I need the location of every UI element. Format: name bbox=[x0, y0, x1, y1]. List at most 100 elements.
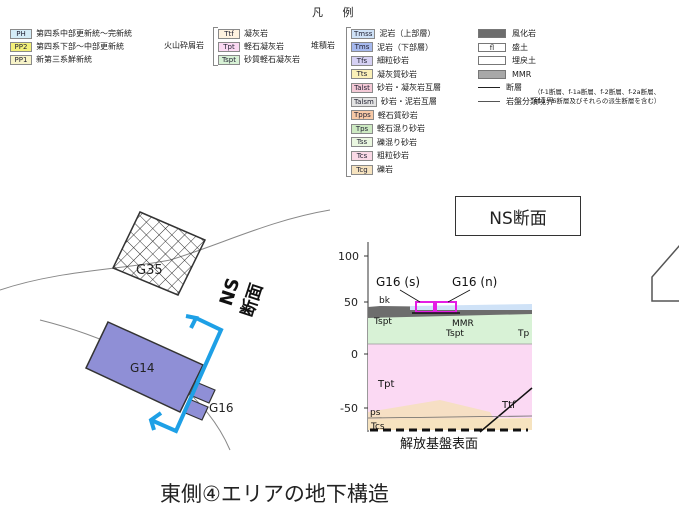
building-g35-label: G35 bbox=[136, 263, 163, 278]
building-g14: G14 bbox=[84, 321, 205, 413]
legend-misc-swatch bbox=[478, 100, 500, 102]
y-tick-50: 50 bbox=[344, 296, 358, 309]
layer-tspt bbox=[368, 312, 532, 344]
label-tcs: Tcs bbox=[370, 422, 385, 432]
legend-misc-swatch: fl bbox=[478, 42, 506, 52]
legend-misc-row-4: 断層 bbox=[478, 81, 522, 94]
label-g16n: G16 (n) bbox=[452, 275, 497, 289]
legend-g3-swatch: Tts bbox=[351, 69, 373, 80]
boundary-line-ps bbox=[367, 415, 533, 419]
legend-bracket-sedimentary bbox=[346, 27, 351, 177]
legend-g3-label: 軽石混り砂岩 bbox=[377, 124, 425, 134]
right-arrow-icon bbox=[651, 245, 679, 302]
legend-g2-swatch: Tpt bbox=[218, 41, 240, 52]
legend-g3-swatch: Tms bbox=[351, 42, 373, 53]
legend-g3-label: 粗粒砂岩 bbox=[377, 151, 409, 161]
label-tspt-left: Tspt bbox=[373, 317, 392, 327]
legend-g3-label: 軽石質砂岩 bbox=[377, 110, 418, 120]
legend-misc-label: 盛土 bbox=[512, 42, 528, 52]
legend-g1-swatch: PP2 bbox=[10, 41, 32, 52]
legend-misc-swatch bbox=[478, 87, 500, 88]
legend-g3-row-tcg: Tcg 礫岩 bbox=[351, 163, 393, 176]
legend-g1-row-pp1: PP1 新第三系鮮新統 bbox=[10, 53, 92, 66]
legend-g3-row-tms: Tms 泥岩（下部層） bbox=[351, 41, 433, 54]
legend-group-sedimentary-label: 堆積岩 bbox=[311, 41, 335, 50]
legend-misc-label: 風化岩 bbox=[512, 29, 536, 38]
label-tpt: Tpt bbox=[377, 379, 394, 390]
y-tick-0: 0 bbox=[351, 348, 358, 361]
legend-misc-row-5: 岩盤分類境界 bbox=[478, 95, 554, 108]
legend-g1-label: 第四系中部更新統～完新統 bbox=[36, 29, 132, 38]
legend-g3-row-talst: Talst 砂岩・凝灰岩互層 bbox=[351, 81, 441, 94]
legend-g2-row-tpt: Tpt 軽石凝灰岩 bbox=[218, 40, 284, 53]
legend-g3-row-tts: Tts 凝灰質砂岩 bbox=[351, 68, 417, 81]
ns-section-line bbox=[148, 314, 224, 434]
legend-g1-label: 第四系下部～中部更新統 bbox=[36, 42, 124, 51]
legend-g1-label: 新第三系鮮新統 bbox=[36, 55, 92, 64]
legend-g3-swatch: Talst bbox=[351, 82, 373, 93]
legend-misc-swatch bbox=[478, 56, 506, 65]
legend-g2-row-tspt: Tspt 砂質軽石凝灰岩 bbox=[218, 53, 300, 66]
y-axis-ticks: 100 50 0 -50 bbox=[338, 250, 368, 415]
fault-note-line2: sf-1～6断層及びそれらの派生断層を含む） bbox=[534, 97, 661, 105]
legend-misc-row-2: 埋戻土 bbox=[478, 54, 536, 67]
legend-g1-swatch: PH bbox=[10, 28, 32, 39]
legend-g3-swatch: Tmss bbox=[351, 28, 376, 39]
label-ttf: Ttf bbox=[501, 400, 516, 411]
legend-g3-swatch: Tcs bbox=[351, 150, 373, 161]
legend-g3-row-tps: Tps 軽石混り砂岩 bbox=[351, 122, 425, 135]
legend-g2-label: 軽石凝灰岩 bbox=[244, 42, 284, 51]
building-g16-label: G16 bbox=[209, 401, 234, 415]
label-g16s: G16 (s) bbox=[376, 275, 420, 289]
fault-note: （f-1断層、f-1a断層、f-2断層、f-2a断層、 sf-1～6断層及びそれ… bbox=[534, 88, 660, 106]
label-tspt-right: Tspt bbox=[445, 329, 464, 339]
label-basement: 解放基盤表面 bbox=[400, 437, 478, 452]
legend-g3-label: 砂岩・凝灰岩互層 bbox=[377, 83, 441, 93]
legend-g2-swatch: Ttf bbox=[218, 28, 240, 39]
legend-g3-label: 細粒砂岩 bbox=[377, 56, 409, 66]
legend-g3-swatch: Tss bbox=[351, 137, 373, 148]
ns-cross-section: 100 50 0 -50 G16 (s) G16 (n) bk MMR Tspt… bbox=[338, 242, 533, 452]
legend-g3-swatch: Tcg bbox=[351, 164, 373, 175]
legend-g2-swatch: Tspt bbox=[218, 54, 240, 65]
g16n-marker bbox=[435, 301, 457, 313]
legend-g1-row-pp2: PP2 第四系下部～中部更新統 bbox=[10, 40, 124, 53]
g16s-marker bbox=[415, 301, 435, 313]
legend-g3-label: 砂岩・泥岩互層 bbox=[380, 97, 437, 106]
legend-misc-label: 岩盤分類境界 bbox=[506, 96, 554, 106]
figure-caption: 東側④エリアの地下構造 bbox=[160, 482, 389, 506]
fault-ttf bbox=[479, 387, 533, 433]
legend-g2-label: 砂質軽石凝灰岩 bbox=[244, 55, 300, 64]
legend-g3-label: 泥岩（下部層） bbox=[377, 42, 433, 52]
legend-g3-row-tss: Tss 礫混り砂岩 bbox=[351, 136, 417, 149]
building-g35: G35 bbox=[111, 211, 207, 296]
legend-g3-label: 礫岩 bbox=[377, 165, 393, 174]
y-tick-100: 100 bbox=[338, 250, 359, 263]
layer-upper-blue bbox=[410, 304, 532, 310]
legend-misc-swatch bbox=[478, 69, 506, 79]
legend-misc-row-3: MMR bbox=[478, 68, 531, 81]
legend-g3-label: 凝灰質砂岩 bbox=[377, 69, 417, 79]
label-mmr: MMR bbox=[452, 319, 474, 329]
legend-g3-row-tcs: Tcs 粗粒砂岩 bbox=[351, 149, 409, 162]
legend-g3-swatch: Tps bbox=[351, 123, 373, 134]
ns-section-title: NS断面 bbox=[455, 196, 581, 236]
legend-title: 凡 例 bbox=[312, 6, 362, 19]
legend-misc-label: MMR bbox=[512, 69, 532, 79]
layer-tcs bbox=[368, 418, 532, 430]
legend-g3-label: 泥岩（上部層） bbox=[379, 29, 436, 38]
label-ps: ps bbox=[370, 408, 381, 418]
legend-misc-label: 断層 bbox=[506, 83, 522, 92]
fault-note-line1: （f-1断層、f-1a断層、f-2断層、f-2a断層、 bbox=[534, 88, 661, 96]
legend-g1-row-ph: PH 第四系中部更新統～完新統 bbox=[10, 27, 132, 40]
building-g14-label: G14 bbox=[130, 361, 155, 375]
legend-g1-swatch: PP1 bbox=[10, 54, 32, 65]
legend-g3-swatch: Talsm bbox=[351, 96, 377, 107]
legend-g3-label: 礫混り砂岩 bbox=[377, 137, 417, 147]
legend-misc-row-0: 風化岩 bbox=[478, 27, 536, 40]
